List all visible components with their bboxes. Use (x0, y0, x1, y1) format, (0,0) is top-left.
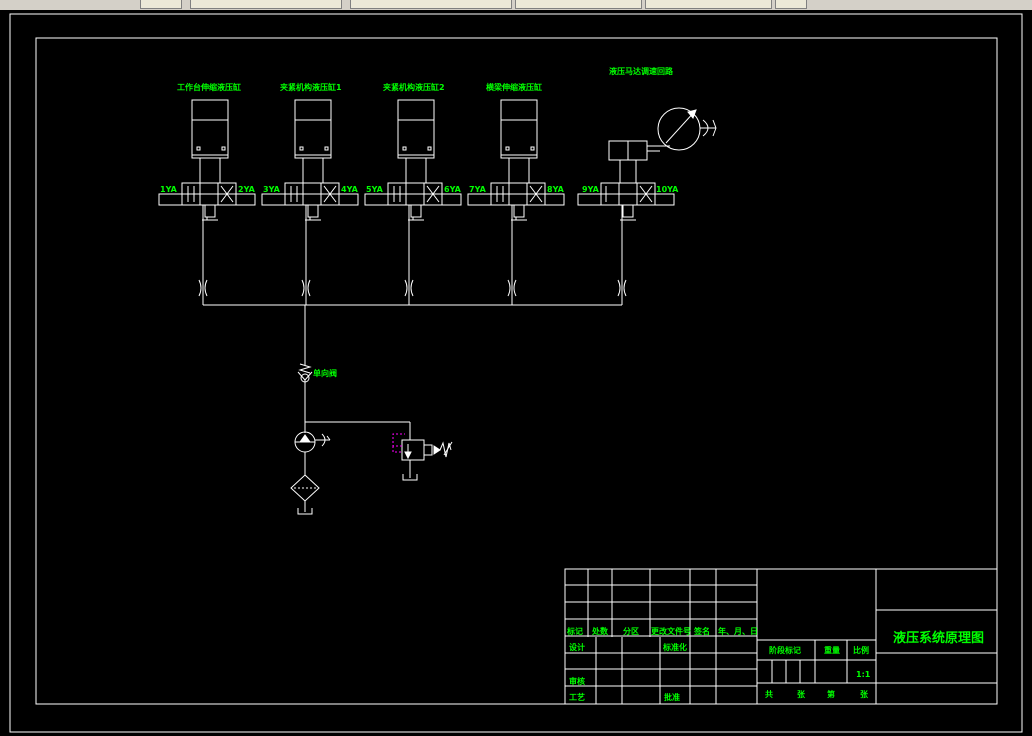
tb-label-weight: 重量 (824, 645, 840, 655)
motor-circuit-label: 液压马达调速回路 (609, 66, 674, 76)
tb-label-zone: 分区 (623, 626, 639, 636)
solenoid-right-label: 10YA (656, 185, 679, 194)
tb-label-approve: 批准 (664, 692, 680, 702)
tb-label-design: 设计 (569, 642, 585, 652)
valve-cylinder-units: 工作台伸缩液压缸 1YA 2YA 夹紧机构液压缸1 3YA 4YA 夹紧机构液压缸2 5YA 6… (158, 82, 679, 305)
toolbar-tab-4[interactable] (645, 0, 772, 9)
hydraulic-pump (294, 431, 331, 475)
tb-label-standardization: 标准化 (662, 642, 687, 652)
hydraulic-motor-icon (657, 107, 701, 151)
solenoid-right-label: 6YA (444, 185, 462, 194)
solenoid-right-label: 8YA (547, 185, 565, 194)
manifold-lines (203, 304, 622, 440)
tb-scale-value: 1:1 (856, 670, 871, 679)
window-tab-strip (0, 0, 1032, 10)
title-block: 标记 处数 分区 更改文件号 签名 年、月、日 设计 标准化 审核 工艺 批准 … (564, 568, 998, 705)
tb-label-count: 处数 (591, 626, 609, 636)
sheet-inner-frame (35, 37, 998, 705)
tb-label-mark: 标记 (566, 626, 583, 636)
check-valve: 单向阀 (297, 363, 337, 383)
sheet-outer-frame (9, 13, 1023, 733)
cylinder-body (397, 119, 435, 159)
tb-label-page: 第 (827, 689, 835, 699)
throttle-valve-icon (507, 279, 517, 297)
tb-label-date: 年、月、日 (718, 626, 758, 636)
throttle-valve-icon (198, 279, 208, 297)
cylinder-body (294, 119, 332, 159)
filter (290, 474, 320, 515)
cylinder-unit: 夹紧机构液压缸2 5YA 6YA (364, 82, 462, 305)
toolbar-tab-2[interactable] (350, 0, 512, 9)
cylinder-body (500, 119, 538, 159)
tb-label-total: 共 (765, 689, 773, 699)
drawing-title: 液压系统原理图 (893, 630, 984, 646)
solenoid-left-label: 9YA (582, 185, 600, 194)
toolbar-tab-3[interactable] (515, 0, 642, 9)
toolbar-tab-1[interactable] (190, 0, 342, 9)
throttle-valve-icon (617, 279, 627, 297)
tb-label-sheets2: 张 (860, 690, 869, 699)
cylinder-unit: 夹紧机构液压缸1 3YA 4YA (261, 82, 359, 305)
solenoid-left-label: 5YA (366, 185, 384, 194)
tb-label-change-doc: 更改文件号 (651, 626, 691, 636)
motor-valve-unit: 9YA 10YA (577, 182, 679, 305)
check-valve-label: 单向阀 (313, 368, 337, 378)
solenoid-left-label: 7YA (469, 185, 487, 194)
cylinder-label: 夹紧机构液压缸1 (280, 82, 342, 92)
cad-drawing-canvas[interactable]: 工作台伸缩液压缸 1YA 2YA 夹紧机构液压缸1 3YA 4YA 夹紧机构液压缸2 5YA 6… (0, 10, 1032, 736)
toolbar-tab-5[interactable] (775, 0, 807, 9)
cylinder-label: 夹紧机构液压缸2 (383, 82, 445, 92)
tb-label-signature: 签名 (693, 626, 710, 636)
hydraulic-motor-circuit: 液压马达调速回路 (608, 66, 717, 183)
relief-valve (392, 433, 453, 481)
tb-label-scale: 比例 (853, 645, 869, 655)
relief-valve-body (401, 439, 425, 461)
solenoid-left-label: 3YA (263, 185, 281, 194)
solenoid-right-label: 4YA (341, 185, 359, 194)
tb-label-sheets1: 张 (797, 690, 806, 699)
solenoid-right-label: 2YA (238, 185, 256, 194)
cylinder-label: 横梁伸缩液压缸 (486, 82, 542, 92)
cylinder-body (191, 119, 229, 159)
cylinder-unit: 工作台伸缩液压缸 1YA 2YA (158, 82, 256, 305)
cylinder-unit: 横梁伸缩液压缸 7YA 8YA (467, 82, 565, 305)
tb-label-review: 审核 (569, 676, 585, 686)
cylinder-label: 工作台伸缩液压缸 (177, 82, 241, 92)
tb-label-stage-mark: 阶段标记 (769, 645, 801, 655)
solenoid-left-label: 1YA (160, 185, 178, 194)
throttle-valve-icon (301, 279, 311, 297)
tank-icon (297, 508, 313, 515)
toolbar-icons[interactable] (140, 0, 182, 9)
tb-label-process: 工艺 (569, 692, 585, 702)
throttle-valve-icon (404, 279, 414, 297)
